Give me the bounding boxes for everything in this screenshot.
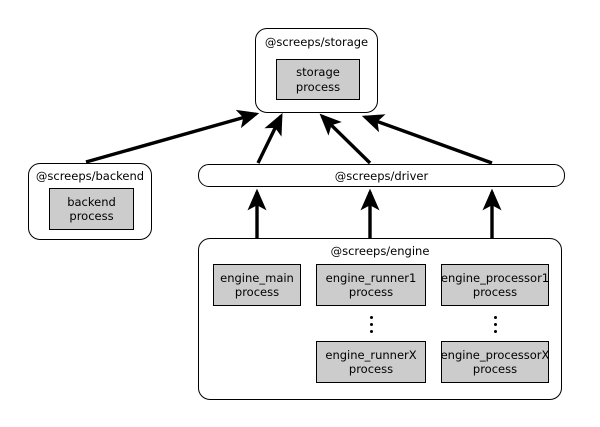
process-backend[interactable]: backend process bbox=[49, 188, 134, 230]
process-engine-runnerX[interactable]: engine_runnerX process bbox=[316, 341, 426, 383]
arrow-driver-to-storage-2 bbox=[319, 113, 372, 165]
arrow-backend-to-storage bbox=[85, 109, 260, 164]
process-storage-kind: process bbox=[295, 79, 341, 94]
process-engine-runnerX-kind: process bbox=[348, 362, 394, 376]
process-engine-runner1-kind: process bbox=[348, 285, 394, 299]
ellipsis-runner-column bbox=[369, 316, 373, 333]
package-engine-label: @screeps/engine bbox=[330, 244, 430, 258]
ellipsis-processor-column bbox=[493, 316, 497, 333]
package-backend[interactable]: @screeps/backend backend process bbox=[28, 163, 152, 240]
process-backend-kind: process bbox=[69, 209, 114, 223]
package-engine[interactable]: @screeps/engine engine_main process engi… bbox=[198, 238, 562, 400]
process-engine-processorX-name: engine_processorX bbox=[440, 347, 550, 362]
process-backend-name: backend bbox=[67, 194, 116, 209]
package-driver[interactable]: @screeps/driver bbox=[198, 164, 565, 187]
package-storage[interactable]: @screeps/storage storage process bbox=[255, 28, 378, 113]
process-engine-runnerX-name: engine_runnerX bbox=[325, 347, 417, 362]
process-engine-runner1[interactable]: engine_runner1 process bbox=[316, 264, 426, 306]
process-engine-processor1[interactable]: engine_processor1 process bbox=[441, 264, 549, 306]
package-backend-label: @screeps/backend bbox=[35, 169, 145, 183]
arrow-driver-to-storage-3 bbox=[361, 114, 493, 165]
arrow-driver-to-storage-1 bbox=[256, 112, 283, 164]
process-engine-main-kind: process bbox=[234, 285, 280, 299]
process-engine-processor1-name: engine_processor1 bbox=[440, 270, 550, 285]
package-storage-label: @screeps/storage bbox=[264, 35, 369, 49]
process-engine-processorX-kind: process bbox=[472, 362, 518, 376]
process-engine-processor1-kind: process bbox=[472, 285, 518, 299]
process-storage[interactable]: storage process bbox=[276, 59, 360, 100]
process-engine-runner1-name: engine_runner1 bbox=[325, 270, 417, 285]
package-driver-label: @screeps/driver bbox=[334, 168, 429, 183]
process-engine-main[interactable]: engine_main process bbox=[213, 264, 301, 306]
process-engine-processorX[interactable]: engine_processorX process bbox=[441, 341, 549, 383]
process-storage-name: storage bbox=[296, 65, 340, 80]
process-engine-main-name: engine_main bbox=[220, 270, 294, 285]
